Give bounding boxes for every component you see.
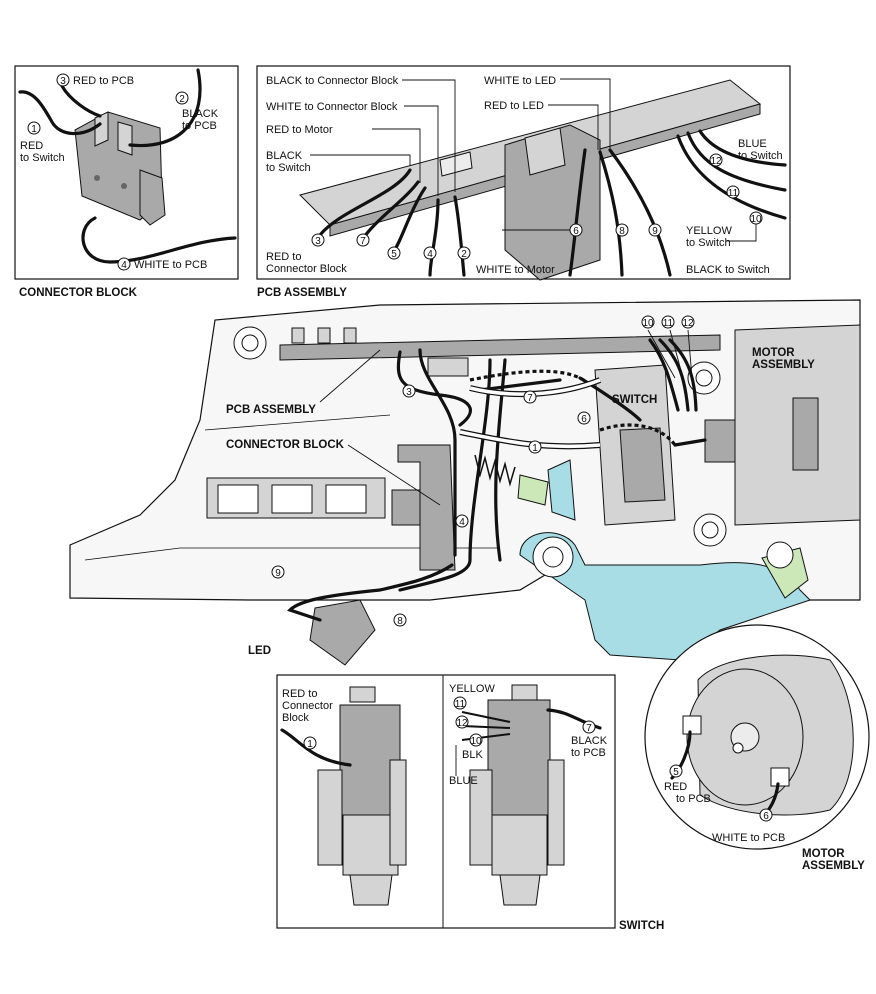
- pcb-callout-label: WHITE to Motor: [476, 264, 555, 276]
- switch-blue-label: BLUE: [449, 775, 478, 787]
- pcb-callout-label: RED to: [266, 251, 301, 263]
- pcb-callout-number: 4: [427, 249, 433, 260]
- main-callout-number: 12: [682, 318, 694, 329]
- callout-label: to PCB: [182, 120, 217, 132]
- switch-right-callout-number: 7: [586, 723, 592, 734]
- switch-yellow-label: YELLOW: [449, 683, 495, 695]
- main-pcb-assembly-label: PCB ASSEMBLY: [226, 404, 316, 416]
- main-callout-number: 10: [642, 318, 654, 329]
- motor-red-label: RED: [664, 781, 687, 793]
- main-housing-view: PCB ASSEMBLY CONNECTOR BLOCK SWITCH MOTO…: [69, 299, 861, 666]
- switch-left-label: RED to: [282, 688, 317, 700]
- pcb-callout-number: 2: [461, 249, 467, 260]
- pcb-callout-number: 11: [728, 188, 739, 199]
- motor-callout-number: 6: [763, 811, 769, 822]
- switch-blk-label: BLK: [462, 749, 483, 761]
- main-motor-assembly-label: ASSEMBLY: [752, 359, 815, 371]
- motor-assembly-caption: MOTOR: [802, 848, 845, 860]
- pcb-callout-number: 3: [315, 236, 321, 247]
- motor-assembly-caption: ASSEMBLY: [802, 860, 865, 872]
- pcb-callout-number: 5: [391, 249, 397, 260]
- pcb-callout-label: WHITE to LED: [484, 75, 556, 87]
- motor-white-label: WHITE to PCB: [712, 832, 785, 844]
- switch-right-callout-number: 11: [455, 699, 466, 710]
- callout-label: to Switch: [20, 152, 65, 164]
- main-callout-number: 4: [459, 517, 465, 528]
- pcb-callout-label: YELLOW: [686, 225, 732, 237]
- main-switch-label: SWITCH: [612, 394, 657, 406]
- switch-left-callout-number: 1: [307, 739, 313, 750]
- pcb-callout-label: BLACK to Connector Block: [266, 75, 399, 87]
- callout-label: WHITE to PCB: [134, 259, 207, 271]
- switch-left-label: Connector: [282, 700, 333, 712]
- callout-number: 2: [179, 94, 185, 105]
- switch-right-callout-number: 10: [470, 736, 482, 747]
- pcb-callout-label: BLUE: [738, 138, 767, 150]
- pcb-callout-label: RED to LED: [484, 100, 544, 112]
- switch-black-label: BLACK: [571, 735, 608, 747]
- pcb-assembly-caption: PCB ASSEMBLY: [257, 287, 347, 299]
- pcb-callout-label: to Switch: [266, 162, 311, 174]
- pcb-callout-label: to Switch: [738, 150, 783, 162]
- callout-label: RED to PCB: [73, 75, 134, 87]
- pcb-callout-number: 12: [710, 156, 722, 167]
- pcb-callout-number: 9: [652, 226, 658, 237]
- pcb-callout-label: WHITE to Connector Block: [266, 101, 398, 113]
- connector-block-caption: CONNECTOR BLOCK: [19, 287, 138, 299]
- pcb-assembly-panel: BLACK to Connector Block WHITE to Connec…: [256, 65, 791, 299]
- motor-assembly-panel: 5 RED to PCB 6 WHITE to PCB MOTOR ASSEMB…: [644, 624, 870, 872]
- pcb-callout-number: 6: [573, 226, 579, 237]
- callout-number: 4: [121, 260, 127, 271]
- motor-red-label: to PCB: [676, 793, 711, 805]
- callout-label: BLACK: [182, 108, 219, 120]
- main-callout-number: 9: [275, 568, 281, 579]
- callout-label: RED: [20, 140, 43, 152]
- pcb-callout-number: 8: [619, 226, 625, 237]
- pcb-callout-number: 7: [360, 236, 366, 247]
- main-callout-number: 8: [397, 616, 403, 627]
- pcb-callout-label: BLACK to Switch: [686, 264, 770, 276]
- callout-number: 1: [31, 124, 37, 135]
- pcb-callout-label: BLACK: [266, 150, 303, 162]
- motor-callout-number: 5: [673, 767, 679, 778]
- switch-right-callout-number: 12: [456, 718, 468, 729]
- main-callout-number: 7: [527, 393, 533, 404]
- main-callout-number: 1: [532, 443, 538, 454]
- switch-left-label: Block: [282, 712, 309, 724]
- main-led-label: LED: [248, 645, 271, 657]
- connector-block-panel: 3 RED to PCB 2 BLACK to PCB 1 RED to Swi…: [14, 65, 239, 299]
- main-callout-number: 11: [663, 318, 674, 329]
- pcb-callout-label: to Switch: [686, 237, 731, 249]
- pcb-callout-label: RED to Motor: [266, 124, 333, 136]
- main-motor-assembly-label: MOTOR: [752, 347, 795, 359]
- switch-black-label: to PCB: [571, 747, 606, 759]
- switch-caption: SWITCH: [619, 920, 664, 932]
- main-connector-block-label: CONNECTOR BLOCK: [226, 439, 345, 451]
- pcb-callout-label: Connector Block: [266, 263, 347, 275]
- pcb-callout-number: 10: [750, 214, 762, 225]
- main-callout-number: 3: [406, 387, 412, 398]
- callout-number: 3: [60, 76, 66, 87]
- switch-panel: 1 RED to Connector Block 11 12 10 YELLOW…: [276, 674, 664, 932]
- main-callout-number: 6: [581, 414, 587, 425]
